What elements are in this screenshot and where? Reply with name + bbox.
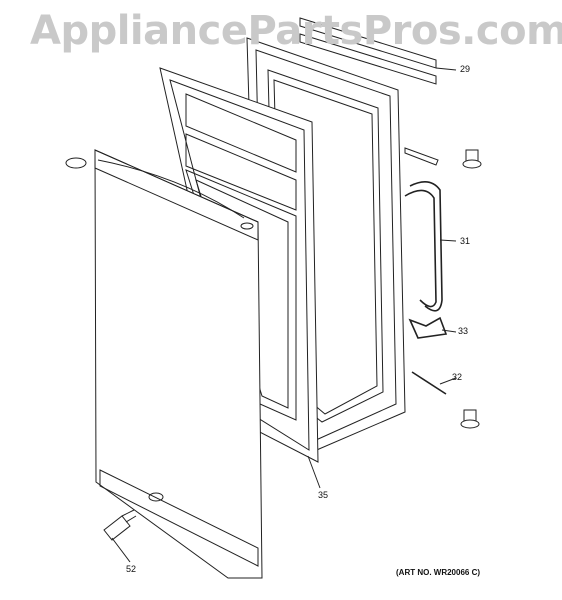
art-number-label: (ART NO. WR20066 C)	[396, 568, 481, 577]
door-wire-31	[404, 181, 443, 312]
plug-part-52	[103, 509, 137, 541]
top-gasket-strip	[299, 17, 437, 85]
outer-door-panel	[94, 149, 263, 579]
upper-hinge-pin	[462, 149, 482, 169]
side-strip	[404, 147, 439, 166]
left-bumper	[65, 157, 87, 169]
lower-hinge-pin	[460, 409, 480, 429]
callout-31: 31	[460, 236, 471, 246]
leader-lines	[111, 67, 457, 563]
watermark-logo: AppliancePartsPros.com	[30, 8, 562, 54]
callout-32: 32	[452, 372, 463, 382]
rod-32	[411, 371, 447, 395]
callout-52: 52	[126, 564, 137, 574]
callout-29: 29	[460, 64, 471, 74]
bracket-33	[408, 316, 448, 339]
callout-35: 35	[318, 490, 329, 500]
callout-33: 33	[458, 326, 469, 336]
